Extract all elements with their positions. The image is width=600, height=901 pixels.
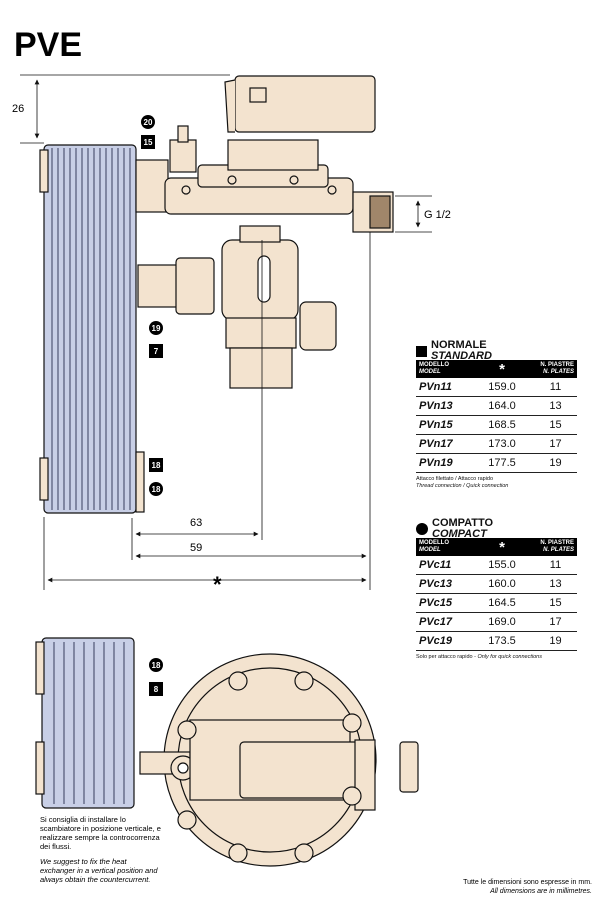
- dim-thread: G 1/2: [424, 209, 451, 221]
- col-star: *: [470, 360, 534, 378]
- plate-ribs: [51, 148, 131, 510]
- callout-7: 7: [154, 347, 159, 356]
- table-compatto-title: COMPATTO: [432, 517, 494, 529]
- table-compatto-note: Solo per attacco rapido - Only for quick…: [416, 654, 542, 660]
- svg-text:Si consiglia di installare lo: Si consiglia di installare lo: [40, 815, 126, 824]
- dim-overall: *: [213, 572, 222, 597]
- dimensions-side: [20, 74, 432, 590]
- side-view: [39, 75, 394, 514]
- plate-pack: [43, 144, 137, 514]
- flange-screws: [177, 671, 362, 863]
- callout-18-lower: 18: [152, 661, 161, 670]
- table-normale-title: NORMALE: [431, 339, 487, 351]
- installation-advice: Si consiglia di installare lo scambiator…: [40, 815, 161, 884]
- circle-icon: [416, 523, 428, 535]
- callout-19: 19: [152, 324, 161, 333]
- dim-top-height: 26: [12, 103, 24, 115]
- callout-8: 8: [154, 685, 159, 694]
- svg-text:We suggest to fix the heat: We suggest to fix the heat: [40, 857, 127, 866]
- table-normale-subtitle: STANDARD: [431, 350, 492, 362]
- callout-15: 15: [144, 138, 153, 147]
- col-star: *: [470, 538, 534, 556]
- page-title: PVE: [14, 26, 82, 64]
- table-normale-note: Attacco filettato / Attacco rapido Threa…: [416, 476, 509, 489]
- table-compatto-header: COMPATTO COMPACT: [416, 517, 577, 540]
- dim-59: 59: [190, 542, 202, 554]
- svg-text:scambiatore in posizione verti: scambiatore in posizione verticale, e: [40, 824, 161, 833]
- callout-18-square: 18: [152, 461, 161, 470]
- svg-text:always obtain the countercurre: always obtain the countercurrent.: [40, 875, 150, 884]
- svg-text:All dimensions are in millimet: All dimensions are in millimetres.: [489, 888, 592, 895]
- callout-20: 20: [144, 118, 153, 127]
- square-icon: [416, 345, 427, 357]
- callouts: 20 15 19 7 18 18 18 8: [141, 115, 163, 696]
- front-view: [35, 637, 419, 867]
- dim-63: 63: [190, 517, 202, 529]
- table-normale-header: NORMALE STANDARD: [416, 339, 577, 362]
- table-compatto-subtitle: COMPACT: [432, 528, 487, 540]
- svg-text:dei flussi.: dei flussi.: [40, 842, 71, 851]
- front-handle: [239, 741, 361, 799]
- footer-note: Tutte le dimensioni sono espresse in mm.…: [463, 879, 592, 895]
- svg-text:realizzare sempre la controcor: realizzare sempre la controcorrenza: [40, 833, 160, 842]
- svg-text:exchanger in a vertical positi: exchanger in a vertical position and: [40, 866, 158, 875]
- svg-text:Tutte le dimensioni sono espre: Tutte le dimensioni sono espresse in mm.: [463, 879, 592, 886]
- regulator-handle: [234, 75, 376, 133]
- callout-18-circle: 18: [152, 485, 161, 494]
